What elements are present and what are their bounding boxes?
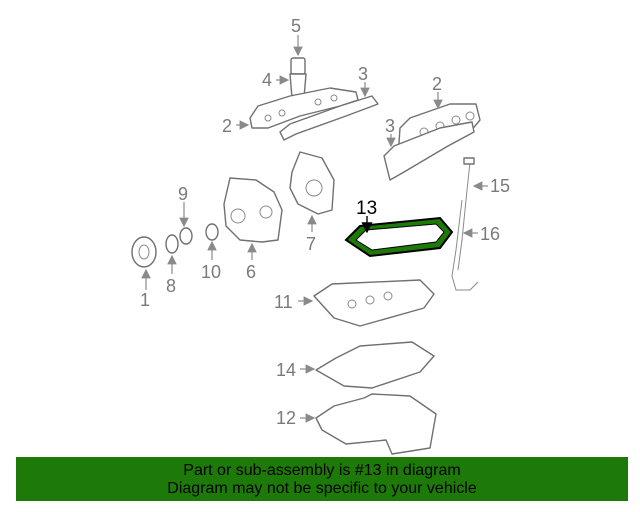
callout-6: 6	[246, 262, 256, 282]
callout-10: 10	[201, 262, 221, 282]
part-seal-8	[165, 234, 179, 274]
callout-13: 13	[356, 198, 377, 219]
part-front-cover-gasket	[289, 151, 335, 232]
part-seal-10	[205, 223, 219, 260]
part-front-cover	[223, 177, 283, 260]
part-crankshaft-pulley	[131, 236, 157, 290]
callout-12: 12	[276, 408, 296, 428]
callout-3-right: 3	[385, 116, 395, 136]
banner-line-2: Diagram may not be specific to your vehi…	[167, 480, 477, 497]
part-oil-pan-gasket	[300, 341, 435, 389]
info-banner: Part or sub-assembly is #13 in diagram D…	[16, 457, 628, 501]
part-dipstick-tube	[451, 199, 479, 291]
callout-15: 15	[490, 176, 510, 196]
part-seal-9	[179, 202, 193, 245]
part-oil-pan-upper	[298, 279, 435, 327]
part-13-highlighted-gasket	[344, 216, 454, 258]
callout-2-right: 2	[432, 74, 442, 94]
callout-11: 11	[274, 292, 293, 312]
part-dipstick	[457, 157, 488, 271]
callout-3-left: 3	[358, 64, 368, 84]
parts-diagram: 5 4 3 2 2 3 15 9 13 16 7 6 10 8 1 11 14 …	[131, 16, 510, 455]
callout-8: 8	[166, 276, 176, 296]
part-oil-pan-lower	[300, 393, 437, 455]
callout-4: 4	[262, 70, 272, 90]
part-oil-filler-cap	[290, 35, 306, 75]
callout-16: 16	[480, 224, 500, 244]
banner-line-1: Part or sub-assembly is #13 in diagram	[183, 462, 461, 479]
part-valve-cover-gasket-left	[279, 82, 379, 141]
callout-2-left: 2	[222, 116, 232, 136]
callout-9: 9	[178, 184, 188, 204]
callout-14: 14	[276, 360, 296, 380]
callout-1: 1	[140, 290, 150, 310]
callout-5: 5	[291, 16, 301, 36]
callout-7: 7	[306, 234, 316, 254]
part-valve-cover-gasket-right	[383, 121, 475, 181]
